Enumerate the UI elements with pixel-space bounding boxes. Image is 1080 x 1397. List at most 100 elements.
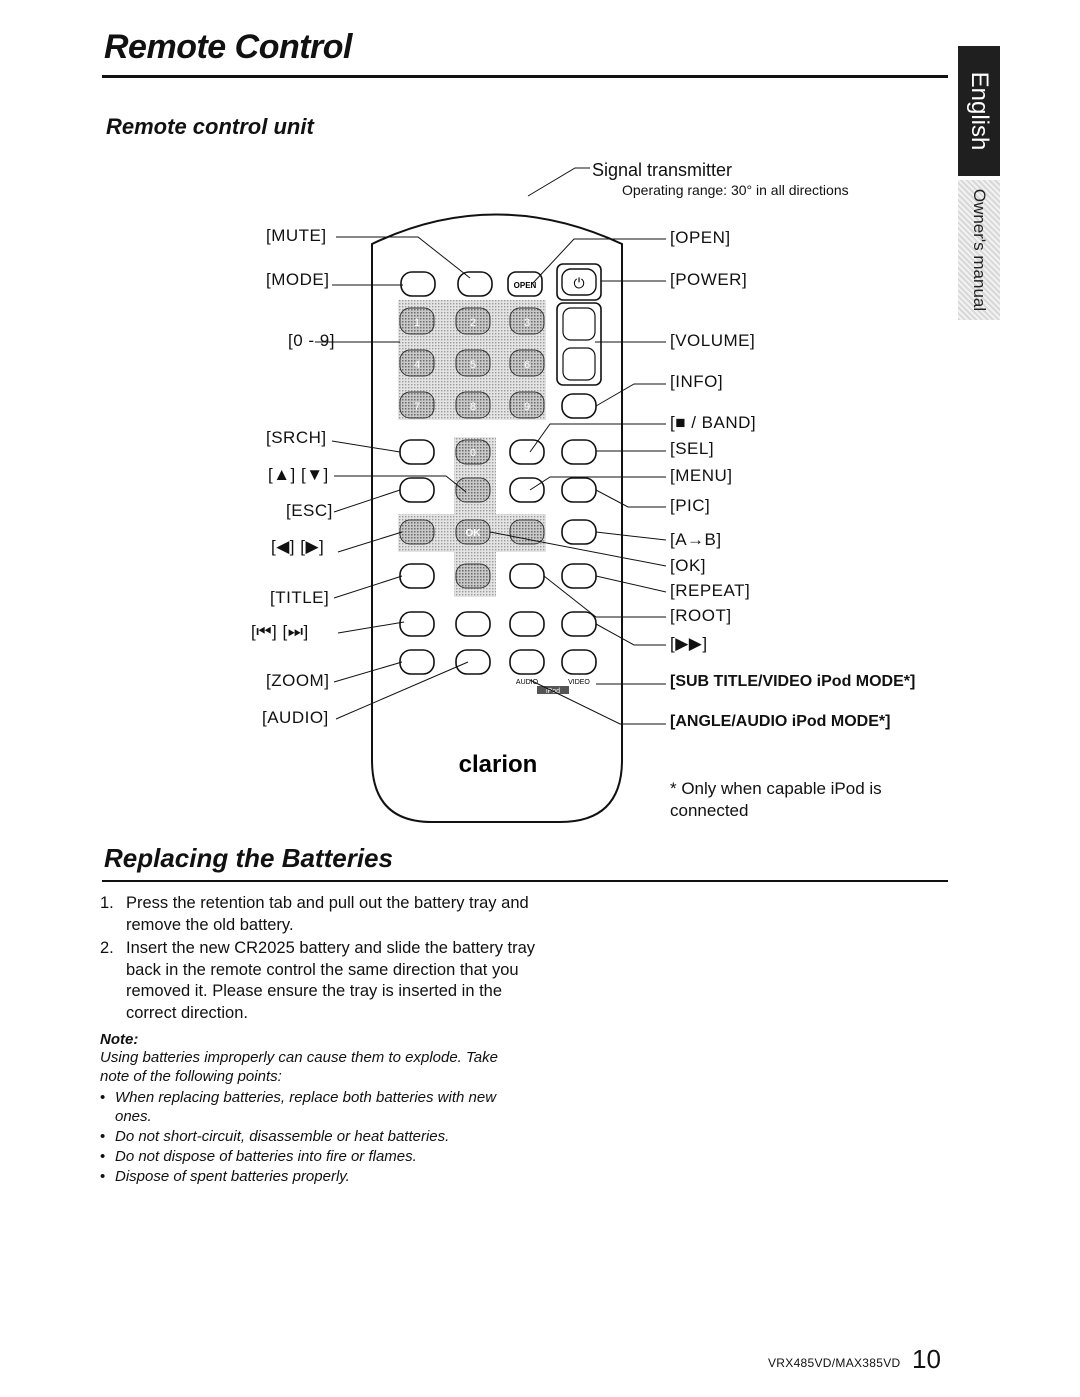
band-key — [509, 439, 545, 465]
key-8 — [455, 391, 491, 419]
label-menu: [MENU] — [670, 466, 733, 485]
power-key-symbol: ⏻ — [573, 275, 584, 291]
open-key-text: OPEN — [514, 281, 537, 290]
label-mute: [MUTE] — [266, 226, 327, 245]
note-bullets: When replacing batteries, replace both b… — [100, 1088, 530, 1187]
note-bullet: Do not dispose of batteries into fire or… — [100, 1147, 530, 1166]
down-key — [455, 563, 491, 589]
label-audio: [AUDIO] — [262, 708, 329, 727]
remote-diagram: OPEN ⏻ 1 2 3 4 5 6 7 8 9 — [315, 167, 667, 823]
note-heading: Note: — [100, 1031, 139, 1048]
label-sel: [SEL] — [670, 439, 715, 458]
label-info: [INFO] — [670, 372, 724, 391]
step-text: Press the retention tab and pull out the… — [126, 894, 529, 934]
key-9 — [509, 391, 545, 419]
key-5 — [455, 349, 491, 377]
prev-key — [399, 611, 435, 637]
owners-manual-tab: Owner's manual — [958, 180, 1000, 320]
label-volume: [VOLUME] — [670, 331, 756, 350]
label-pic: [PIC] — [670, 496, 711, 515]
signal-transmitter-label: Signal transmitter — [592, 160, 733, 180]
label-power: [POWER] — [670, 270, 748, 289]
label-srch: [SRCH] — [266, 428, 327, 447]
brand-logo: clarion — [459, 751, 538, 778]
label-root: [ROOT] — [670, 606, 732, 625]
step-number: 2. — [100, 939, 114, 957]
label-ok: [OK] — [670, 556, 707, 575]
audio-tag: AUDIO — [516, 679, 539, 686]
left-key — [399, 519, 435, 545]
step-text: Insert the new CR2025 battery and slide … — [126, 939, 536, 1022]
label-fast-forward: [▶▶] — [670, 634, 708, 653]
menu-key — [509, 477, 545, 503]
mode-key — [400, 271, 436, 297]
key-2-label: 2 — [470, 317, 476, 329]
right-key — [509, 519, 545, 545]
model-number: VRX485VD/MAX385VD — [768, 1356, 901, 1370]
audio-key — [455, 649, 491, 675]
label-skip: [⏮] [⏭] — [251, 622, 309, 641]
label-zoom: [ZOOM] — [266, 671, 330, 690]
section-subtitle: Remote control unit — [106, 114, 314, 139]
subtitle-video-key — [509, 649, 545, 675]
key-6 — [509, 349, 545, 377]
ff-key — [561, 611, 597, 637]
info-key — [561, 393, 597, 419]
label-subtitle-video: [SUB TITLE/VIDEO iPod MODE*] — [670, 673, 916, 690]
label-open: [OPEN] — [670, 228, 731, 247]
up-key — [455, 477, 491, 503]
esc-key — [399, 477, 435, 503]
note-bullet: Dispose of spent batteries properly. — [100, 1167, 530, 1186]
power-key — [561, 268, 597, 296]
key-1-label: 1 — [414, 317, 420, 329]
key-2 — [455, 307, 491, 335]
root-key — [509, 563, 545, 589]
key-6-label: 6 — [524, 359, 530, 371]
section-title-batteries: Replacing the Batteries — [104, 843, 393, 873]
zoom-key — [399, 649, 435, 675]
key-7-label: 7 — [414, 401, 420, 413]
next-key — [455, 611, 491, 637]
label-angle-audio: [ANGLE/AUDIO iPod MODE*] — [670, 713, 891, 730]
volume-up-key — [562, 307, 596, 341]
pic-key — [561, 477, 597, 503]
video-tag: VIDEO — [568, 679, 590, 686]
repeat-key — [561, 563, 597, 589]
section-rule — [102, 880, 948, 882]
note-bullet: Do not short-circuit, disassemble or hea… — [100, 1127, 530, 1146]
srch-key — [399, 439, 435, 465]
battery-steps: 1. Press the retention tab and pull out t… — [100, 893, 550, 1026]
label-repeat: [REPEAT] — [670, 581, 751, 600]
label-left-right: [◀] [▶] — [271, 537, 325, 556]
volume-down-key — [562, 347, 596, 381]
key-9-label: 9 — [524, 401, 530, 413]
label-mode: [MODE] — [266, 270, 330, 289]
sel-key — [561, 439, 597, 465]
ok-key-label: OK — [466, 528, 482, 539]
angle-audio-key — [561, 649, 597, 675]
a-b-key — [561, 519, 597, 545]
label-title: [TITLE] — [270, 588, 330, 607]
leader-lines-left — [315, 236, 471, 720]
language-tab: English — [958, 46, 1000, 176]
step-number: 1. — [100, 894, 114, 912]
key-5-label: 5 — [470, 359, 476, 371]
label-stop-band: [■ / BAND] — [670, 413, 757, 432]
leader-lines-right — [489, 238, 667, 725]
open-key — [507, 271, 543, 297]
rev-key — [509, 611, 545, 637]
note-intro: Using batteries improperly can cause the… — [100, 1049, 498, 1085]
label-number-keys: [0 - 9] — [288, 331, 335, 350]
label-a-b: [A→B] — [670, 530, 722, 549]
operating-range-label: Operating range: 30° in all directions — [622, 182, 849, 198]
page-title: Remote Control — [104, 28, 353, 66]
key-4-label: 4 — [414, 359, 420, 371]
ipod-footnote: * Only when capable iPod is connected — [670, 779, 882, 820]
step-item: 2. Insert the new CR2025 battery and slid… — [100, 938, 550, 1024]
label-up-down: [▲] [▼] — [268, 465, 329, 484]
key-3-label: 3 — [524, 317, 530, 329]
number-keypad: 1 2 3 4 5 6 7 8 9 — [399, 307, 545, 419]
ipod-tag-box — [537, 686, 569, 694]
key-0 — [455, 439, 491, 465]
key-8-label: 8 — [470, 401, 476, 413]
